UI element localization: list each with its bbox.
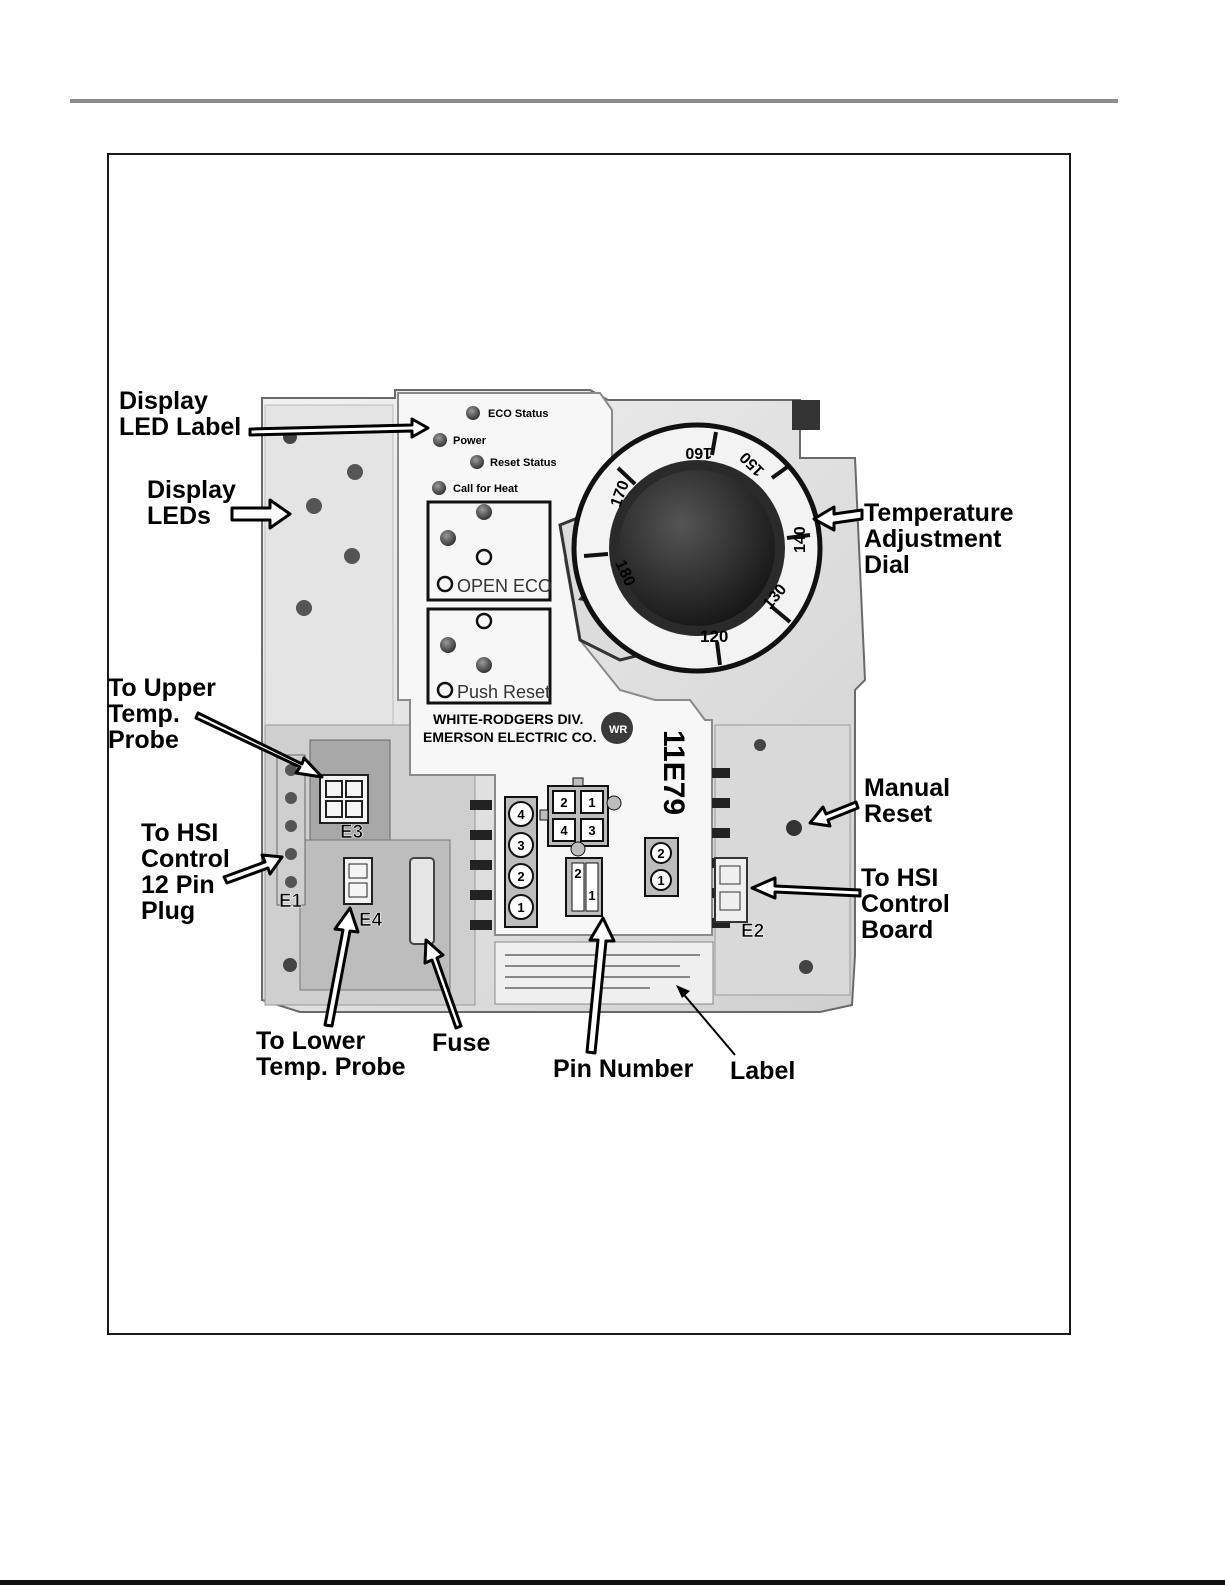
callout-hsi-board: To HSI Control Board [861, 864, 950, 944]
e3-label: E3 [340, 822, 363, 843]
eco-status-text: ECO Status [488, 408, 549, 420]
maker-line2: EMERSON ELECTRIC CO. [423, 729, 596, 745]
arrow-hsi-board [750, 876, 862, 900]
arrow-led-label [248, 417, 430, 439]
arrow-label [679, 989, 736, 1056]
pin-left-2: 2 [517, 869, 524, 884]
callout-arrows [194, 417, 864, 1055]
pin-diagram-square [539, 777, 622, 847]
reset-status-text: Reset Status [490, 457, 557, 469]
dial-knob [619, 470, 775, 626]
dial-tick-160: 160 [685, 444, 712, 461]
header-rule [70, 99, 1118, 103]
callout-lower-probe: To Lower Temp. Probe [256, 1027, 406, 1081]
pin-square-4: 4 [560, 823, 568, 838]
footer-rule [0, 1580, 1225, 1585]
callout-fuse: Fuse [432, 1029, 491, 1057]
push-reset-text: Push Reset [457, 682, 550, 702]
dial-tick-120: 120 [700, 627, 728, 646]
open-eco-text: OPEN ECO [457, 576, 552, 596]
maker-line1: WHITE-RODGERS DIV. [433, 711, 583, 727]
wr-logo-text: WR [609, 724, 627, 736]
arrow-upper-probe [194, 711, 324, 779]
pin-small-1: 1 [588, 888, 595, 903]
figure-frame [107, 153, 1071, 1335]
arrow-fuse [423, 938, 463, 1030]
arrow-lower-probe [323, 906, 360, 1028]
callout-display-leds: Display LEDs [147, 476, 236, 530]
pin-square-3: 3 [588, 823, 595, 838]
pin-right-2: 2 [657, 846, 664, 861]
pin-left-1: 1 [517, 900, 524, 915]
arrow-hsi-12pin [222, 853, 284, 885]
e4-label: E4 [359, 910, 383, 931]
arrow-pin-number [585, 916, 616, 1055]
arrow-manual-reset [808, 800, 860, 828]
e2-label: E2 [741, 921, 764, 942]
callout-hsi-12pin: To HSI Control 12 Pin Plug [141, 819, 230, 925]
power-text: Power [453, 435, 487, 447]
arrow-display-leds [230, 498, 292, 530]
callout-upper-probe: To Upper Temp. Probe [108, 674, 216, 754]
pin-small-2: 2 [574, 866, 581, 881]
pin-diagram-small [565, 841, 603, 917]
e1-label: E1 [279, 891, 303, 912]
pin-square-2: 2 [560, 795, 567, 810]
dial-tick-140: 140 [792, 526, 809, 553]
pin-left-3: 3 [517, 838, 524, 853]
callout-display-led-label: Display LED Label [119, 387, 242, 441]
arrow-temp-dial [812, 505, 864, 532]
callout-temperature-dial: Temperature Adjustment Dial [864, 499, 1014, 579]
pin-square-1: 1 [588, 795, 595, 810]
callout-pin-number: Pin Number [553, 1055, 694, 1083]
pin-left-4: 4 [517, 807, 525, 822]
model-number: 11E79 [657, 730, 690, 815]
callout-manual-reset: Manual Reset [864, 774, 951, 828]
call-for-heat-text: Call for Heat [453, 483, 518, 495]
pin-diagram-right [644, 837, 679, 897]
pin-right-1: 1 [657, 873, 664, 888]
callout-label: Label [730, 1057, 796, 1085]
